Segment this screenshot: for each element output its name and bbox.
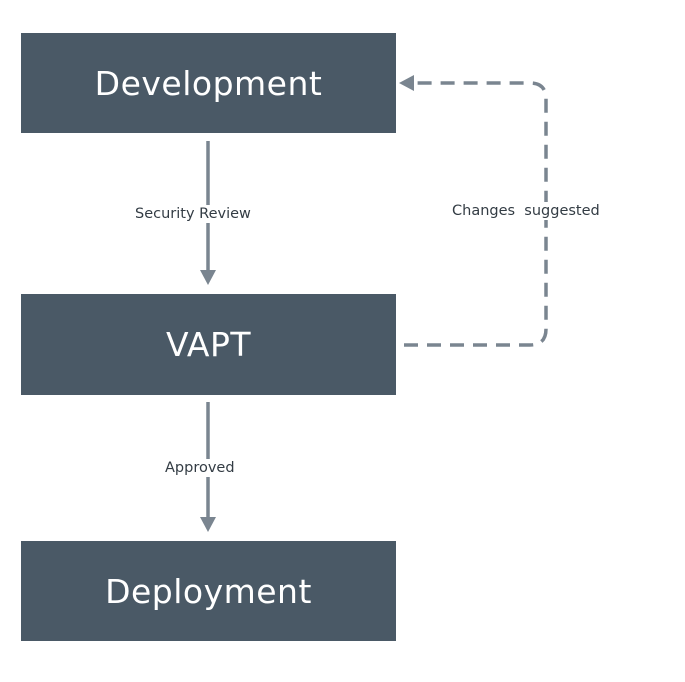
node-development: Development: [21, 33, 396, 133]
node-vapt-label: VAPT: [165, 325, 252, 364]
node-vapt: VAPT: [21, 294, 396, 395]
arrowhead-down-icon: [200, 270, 216, 285]
node-deployment-label: Deployment: [105, 571, 312, 611]
arrowhead-down-icon: [200, 517, 216, 532]
edge-label-changes-suggested: Changes suggested: [450, 202, 602, 220]
edge-label-security-review: Security Review: [133, 205, 253, 223]
arrowhead-left-icon: [399, 75, 414, 91]
edge-label-approved: Approved: [163, 459, 237, 477]
node-deployment: Deployment: [21, 541, 396, 641]
node-development-label: Development: [94, 63, 323, 103]
